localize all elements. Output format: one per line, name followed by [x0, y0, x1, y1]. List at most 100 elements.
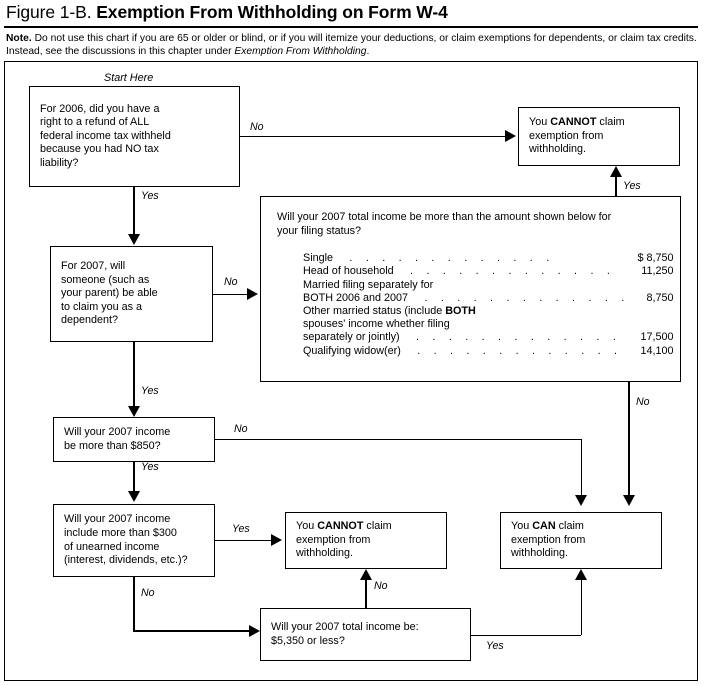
income-table-question: Will your 2007 total income be more than… [261, 197, 680, 238]
filing-status-row: separately or jointly) . . . . . . . . .… [303, 331, 673, 344]
outcome-box-can[interactable]: You CAN claim exemption from withholding… [500, 512, 662, 569]
q2-line-1: For 2007, will [61, 260, 126, 273]
filing-status-amount: 17,500 [640, 331, 674, 344]
note-text-2: . [366, 45, 370, 57]
edge-q2-no-line [213, 293, 248, 296]
filing-status-label: Single . . . . . . . . . . . . . [303, 252, 555, 265]
leader-dots: . . . . . . . . . . . . . [393, 265, 616, 278]
q1-line-3: federal income tax withheld [40, 129, 171, 142]
edge-q5-no-arrowhead [360, 569, 372, 580]
filing-status-row: BOTH 2006 and 2007 . . . . . . . . . . .… [303, 292, 673, 305]
edge-q5-yes-arrowhead [575, 569, 587, 580]
decision-box-q4[interactable]: Will your 2007 income include more than … [53, 504, 215, 577]
filing-status-label: Head of household . . . . . . . . . . . … [303, 265, 616, 278]
filing-status-amount [629, 318, 673, 331]
cannot-top-line-3: withholding. [529, 143, 587, 156]
edge-q4-yes-arrowhead [271, 534, 282, 546]
decision-box-q3[interactable]: Will your 2007 income be more than $850? [53, 417, 215, 462]
filing-status-label: spouses' income whether filing [303, 318, 450, 331]
filing-status-label: BOTH 2006 and 2007 . . . . . . . . . . .… [303, 291, 630, 304]
leader-dots: . . . . . . . . . . . . . [400, 344, 623, 357]
q4-line-4: (interest, dividends, etc.)? [64, 554, 188, 567]
edge-q3-yes-arrowhead [127, 491, 140, 502]
edge-table-yes-line [615, 177, 617, 196]
leader-dots: . . . . . . . . . . . . . [408, 291, 630, 304]
q4-line-2: include more than $300 [64, 526, 177, 539]
filing-status-amount [629, 305, 673, 318]
edge-q5-yes-horizontal [471, 634, 581, 637]
edge-label-q2-yes: Yes [141, 385, 159, 397]
edge-q3-no-vertical [580, 438, 583, 499]
filing-status-label: separately or jointly) . . . . . . . . .… [303, 331, 622, 344]
edge-label-q4-yes: Yes [232, 523, 250, 535]
q1-line-4: because you had NO tax [40, 143, 159, 156]
edge-label-q1-no: No [250, 121, 264, 133]
edge-label-table-yes: Yes [623, 180, 641, 192]
decision-box-q2-text: For 2007, will someone (such as your par… [51, 260, 212, 328]
q3-line-2: be more than $850? [64, 439, 161, 452]
note-label: Note. [6, 33, 32, 44]
filing-status-row: Qualifying widow(er) . . . . . . . . . .… [303, 345, 673, 358]
edge-label-q5-no: No [374, 580, 388, 592]
edge-q3-yes-line [133, 462, 135, 495]
q5-line-1: Will your 2007 total income be: [271, 620, 419, 633]
edge-q1-yes-line [133, 187, 135, 237]
outcome-box-cannot-top-text: You CANNOT claim exemption from withhold… [519, 116, 679, 157]
q1-line-2: right to a refund of ALL [40, 116, 150, 129]
edge-q1-yes-arrowhead [127, 234, 140, 245]
filing-status-amount: 14,100 [640, 344, 674, 357]
leader-dots: . . . . . . . . . . . . . [333, 252, 555, 265]
q4-line-1: Will your 2007 income [64, 513, 171, 526]
start-here-label: Start Here [104, 72, 154, 84]
q5-line-2: $5,350 or less? [271, 634, 345, 647]
edge-q1-no-arrowhead [505, 130, 516, 142]
q1-line-1: For 2006, did you have a [40, 102, 160, 115]
note-italic-reference: Exemption From Withholding [234, 45, 367, 57]
edge-q2-yes-line [133, 342, 135, 409]
edge-table-yes-arrowhead [610, 166, 622, 177]
can-line-1: You CAN claim [511, 520, 584, 533]
filing-status-label: Other married status (include BOTH [303, 305, 476, 317]
filing-status-row: Other married status (include BOTH [303, 305, 673, 318]
edge-label-q2-no: No [224, 276, 238, 288]
q3-line-1: Will your 2007 income [64, 425, 171, 438]
edge-q4-no-vertical [133, 577, 135, 631]
title-divider [4, 26, 698, 28]
edge-q2-no-arrowhead [247, 288, 258, 300]
edge-q3-no-arrowhead [575, 495, 587, 506]
q1-line-5: liability? [40, 156, 79, 169]
can-line-2: exemption from [511, 533, 586, 546]
outcome-box-cannot-middle[interactable]: You CANNOT claim exemption from withhold… [285, 512, 447, 569]
filing-status-row: Head of household . . . . . . . . . . . … [303, 265, 673, 278]
figure-title: Figure 1-B. Exemption From Withholding o… [6, 2, 696, 23]
decision-box-q4-text: Will your 2007 income include more than … [54, 513, 214, 567]
edge-label-q4-no: No [141, 587, 155, 599]
note-text-1: Do not use this chart if you are 65 or o… [6, 33, 697, 57]
income-table-question-line-1: Will your 2007 total income be more than… [277, 211, 612, 223]
figure-note: Note. Do not use this chart if you are 6… [6, 33, 698, 58]
edge-q3-no-horizontal [215, 438, 582, 441]
cannot-mid-line-2: exemption from [296, 533, 371, 546]
edge-label-q3-yes: Yes [141, 461, 159, 473]
decision-box-q2[interactable]: For 2007, will someone (such as your par… [50, 246, 213, 342]
q2-line-5: dependent? [61, 314, 119, 327]
outcome-box-can-text: You CAN claim exemption from withholding… [501, 520, 661, 561]
outcome-box-cannot-top[interactable]: You CANNOT claim exemption from withhold… [518, 107, 680, 166]
filing-status-row: Married filing separately for [303, 279, 673, 292]
cannot-mid-line-1: You CANNOT claim [296, 520, 392, 533]
filing-status-amount: 8,750 [646, 291, 674, 304]
edge-q5-yes-vertical [580, 580, 583, 635]
decision-box-q5[interactable]: Will your 2007 total income be: $5,350 o… [260, 608, 471, 661]
decision-box-income-table[interactable]: Will your 2007 total income be more than… [260, 196, 681, 382]
edge-q2-yes-arrowhead [127, 406, 140, 417]
cannot-mid-line-3: withholding. [296, 547, 354, 560]
edge-q4-no-horizontal [133, 630, 250, 632]
decision-box-q1[interactable]: For 2006, did you have a right to a refu… [29, 86, 240, 187]
leader-dots: . . . . . . . . . . . . . [399, 331, 622, 344]
q2-line-4: to claim you as a [61, 300, 143, 313]
filing-status-amount: $ 8,750 [637, 252, 674, 265]
figure-number: Figure 1-B. [6, 2, 92, 22]
